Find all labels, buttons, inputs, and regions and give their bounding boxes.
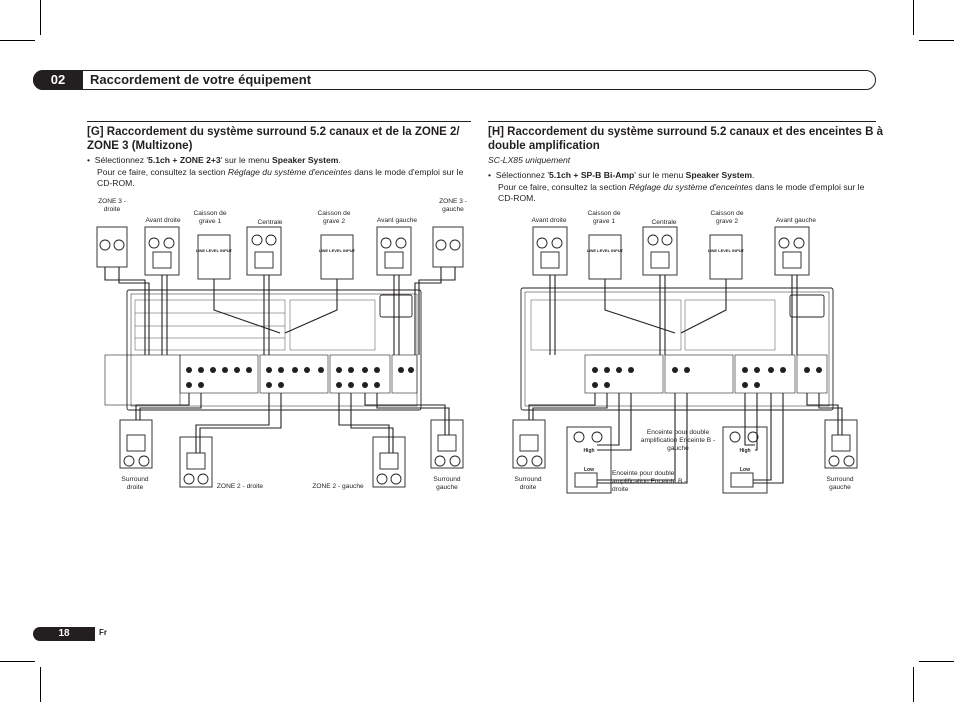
crop-mark: [919, 661, 954, 662]
subwoofer-h-2: [709, 234, 743, 280]
sub1-line-level-label: LINE LEVEL INPUT: [196, 248, 233, 253]
label-h-biamp-gauche: Enceinte pour double amplification Encei…: [640, 429, 716, 452]
crop-mark: [0, 40, 35, 41]
speaker-surround-droite: [119, 419, 153, 469]
label-avant-droite: Avant droite: [145, 217, 181, 224]
subwoofer-h-1: [588, 234, 622, 280]
label-h-centrale: Centrale: [651, 219, 677, 226]
section-g-instructions: • Sélectionnez '5.1ch + ZONE 2+3' sur le…: [87, 155, 477, 190]
section-g-note: Pour ce faire, consultez la section Régl…: [97, 166, 464, 189]
speaker-zone3-droite: [96, 226, 128, 268]
crop-mark: [0, 661, 35, 662]
label-surround-droite: Surround droite: [121, 476, 149, 491]
language-code: Fr: [99, 628, 107, 637]
label-h-avant-gauche: Avant gauche: [775, 217, 817, 224]
speaker-h-avant-droite: [532, 226, 568, 276]
label-h-caisson-1: Caisson de grave 1: [587, 210, 621, 225]
crop-mark: [919, 40, 954, 41]
chapter-number: 02: [33, 70, 83, 90]
crop-mark: [913, 667, 914, 702]
label-caisson-2: Caisson de grave 2: [317, 210, 351, 225]
label-centrale: Centrale: [257, 219, 283, 226]
crop-mark: [40, 667, 41, 702]
h-sub2-line-level-label: LINE LEVEL INPUT: [708, 248, 745, 253]
label-low-gauche: Low: [740, 467, 750, 473]
speaker-centrale: [246, 226, 282, 276]
label-zone2-gauche: ZONE 2 - gauche: [312, 483, 364, 490]
label-low-droite: Low: [584, 467, 594, 473]
section-g-title: [G] Raccordement du système surround 5.2…: [87, 126, 460, 152]
crop-mark: [40, 0, 41, 35]
receiver-rear-panel: [126, 289, 422, 411]
page-number: 18: [33, 627, 95, 641]
h-sub1-line-level-label: LINE LEVEL INPUT: [587, 248, 624, 253]
section-g-rule: [87, 121, 471, 123]
label-h-caisson-2: Caisson de grave 2: [710, 210, 744, 225]
speaker-h-surround-droite: [512, 419, 546, 469]
subwoofer-2: [320, 234, 354, 280]
receiver-rear-panel: [520, 287, 834, 411]
label-h-surround-gauche: Surround gauche: [826, 476, 854, 491]
section-h-instructions: • Sélectionnez '5.1ch + SP-B Bi-Amp' sur…: [488, 170, 878, 205]
crop-mark: [913, 0, 914, 35]
section-h-note: Pour ce faire, consultez la section Régl…: [498, 181, 865, 204]
label-h-surround-droite: Surround droite: [514, 476, 542, 491]
section-h-title: [H] Raccordement du système surround 5.2…: [488, 126, 883, 152]
label-zone3-droite: ZONE 3 - droite: [98, 198, 126, 213]
label-zone3-gauche: ZONE 3 - gauche: [439, 198, 467, 213]
label-surround-gauche: Surround gauche: [433, 476, 461, 491]
section-h-rule: [488, 121, 876, 123]
section-g-bullet: • Sélectionnez '5.1ch + ZONE 2+3' sur le…: [87, 155, 341, 165]
label-caisson-1: Caisson de grave 1: [193, 210, 227, 225]
label-high-gauche: High: [739, 448, 750, 454]
speaker-h-centrale: [642, 226, 678, 276]
speaker-avant-droite: [144, 226, 180, 276]
sub2-line-level-label: LINE LEVEL INPUT: [319, 248, 356, 253]
diagram-g-wiring: LINE LEVEL INPUT LINE LEVEL INPUT: [96, 226, 464, 488]
section-h-model-note: SC-LX85 uniquement: [488, 155, 571, 165]
speaker-zone3-gauche: [432, 226, 464, 268]
speaker-h-surround-gauche: [824, 419, 858, 469]
label-high-droite: High: [583, 448, 594, 454]
speaker-h-avant-gauche: [774, 226, 810, 276]
label-h-avant-droite: Avant droite: [531, 217, 567, 224]
speaker-avant-gauche: [376, 226, 412, 276]
diagram-h-wiring: LINE LEVEL INPUT LINE LEVEL INPUT High L…: [512, 226, 858, 494]
subwoofer-1: [197, 234, 231, 280]
speaker-surround-gauche: [430, 419, 464, 469]
label-avant-gauche: Avant gauche: [376, 217, 418, 224]
label-h-biamp-droite: Enceinte pour double amplification Encei…: [612, 470, 687, 493]
section-h-bullet: • Sélectionnez '5.1ch + SP-B Bi-Amp' sur…: [488, 170, 755, 180]
chapter-title: Raccordement de votre équipement: [90, 72, 312, 87]
label-zone2-droite: ZONE 2 - droite: [216, 483, 264, 490]
